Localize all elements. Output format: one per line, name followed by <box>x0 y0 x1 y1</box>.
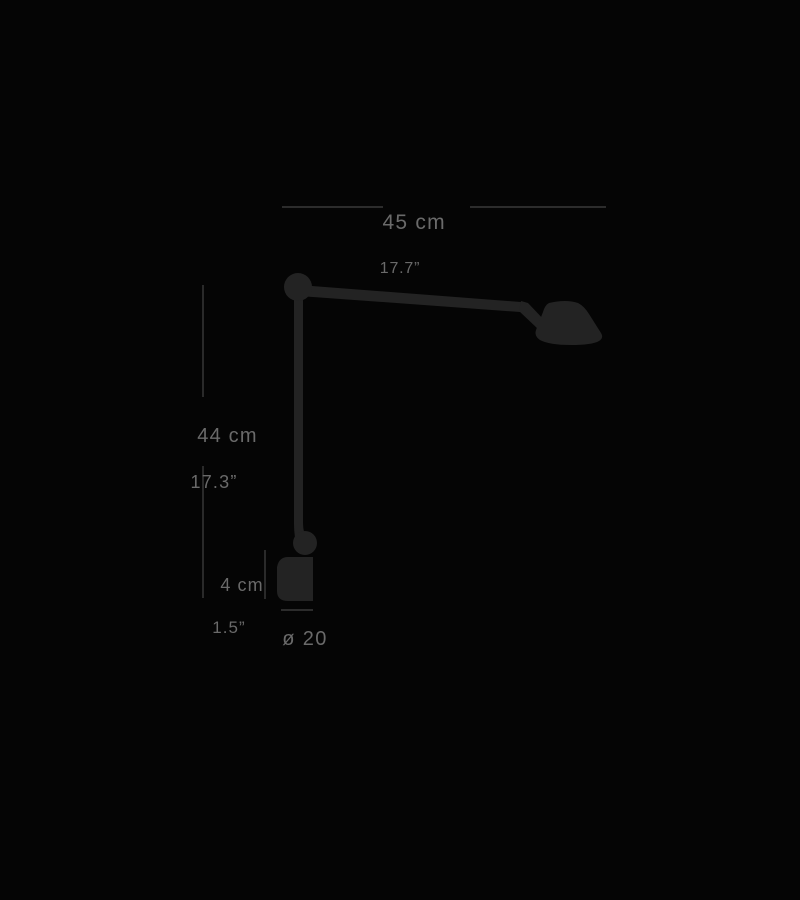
height-imperial-value: 17.3” <box>190 471 238 492</box>
diameter-dimension-label: ø 20 <box>282 628 328 650</box>
lamp-shade <box>535 301 603 345</box>
width-metric-value: 45 cm <box>382 210 446 234</box>
lamp-horizontal-arm <box>299 285 527 312</box>
base-height-metric-value: 4 cm <box>220 575 264 596</box>
height-metric-value: 44 cm <box>197 424 258 447</box>
dimension-lines <box>202 206 606 611</box>
base-height-dimension-label: 4 cm 1.5” <box>196 554 262 680</box>
height-dimension-label: 44 cm 17.3” <box>166 401 262 540</box>
lamp-vertical-stem <box>294 292 310 549</box>
width-imperial-value: 17.7” <box>379 260 421 278</box>
lamp-silhouette <box>277 273 603 601</box>
base-height-imperial-value: 1.5” <box>212 617 246 637</box>
width-dimension-label: 45 cm 17.7” <box>0 186 800 329</box>
lamp-top-pivot-joint <box>284 273 312 301</box>
lamp-lower-joint <box>293 531 317 555</box>
lamp-wall-mount-base <box>277 557 313 601</box>
